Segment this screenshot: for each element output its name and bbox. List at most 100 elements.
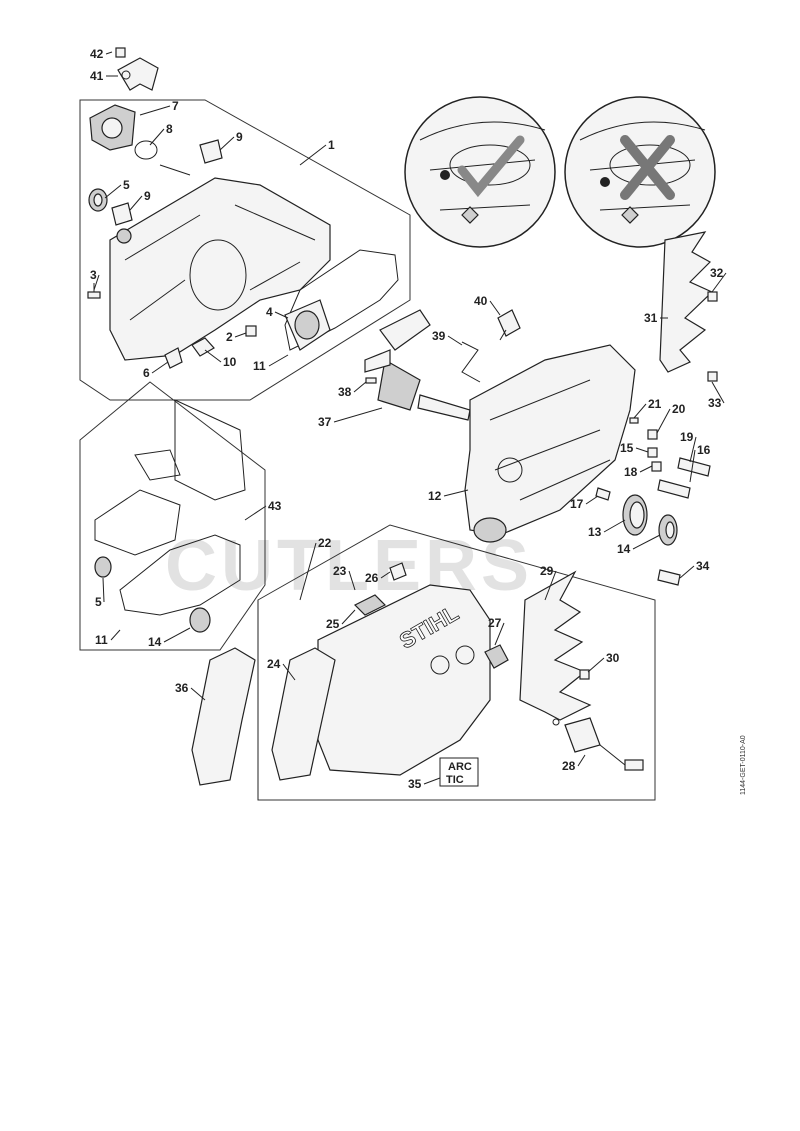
oil-seal-upper-part [88,188,108,212]
callout-number: 30 [606,651,620,665]
callout-number: 20 [672,402,686,416]
callout-leader [380,571,391,579]
callout-leader [423,777,441,785]
callout-number: 13 [588,525,602,539]
bolt-19-part [677,457,711,477]
nut-26-part [389,562,407,581]
callout-leader [333,407,383,423]
gasket-kit-frame [79,381,266,651]
callout-leader [447,335,463,346]
callout-number: 4 [266,305,273,319]
stud-15-part [647,447,658,458]
callout-leader [93,274,100,291]
callout-number: 11 [253,359,266,373]
callout-leader [639,465,653,473]
callout-leader [348,570,356,591]
callout-leader [139,105,171,116]
callout-number: 1 [328,138,335,152]
bumper-spike-lower-part [519,570,592,721]
callout-leader [711,272,727,293]
callout-number: 23 [333,564,347,578]
callout-number: 26 [365,571,379,585]
callout-number: 32 [710,266,724,280]
arctic-label-line2: TIC [446,774,464,786]
callout-leader [689,436,697,463]
callout-number: 2 [226,330,233,344]
callout-leader [632,534,661,550]
callout-leader [494,622,505,646]
callout-number: 29 [540,564,554,578]
ball-bearing-part [622,494,648,536]
callout-leader [489,300,501,316]
callout-leader [282,663,296,681]
callout-number: 25 [326,617,340,631]
washer-28-part [552,718,560,726]
callout-leader [689,449,696,483]
damper-lower-part [111,202,133,226]
bracket-screw-part [115,47,126,58]
key-part [365,377,377,384]
crankcase-right-part [464,344,636,543]
sprocket-cover-part: STIHL [317,584,491,776]
callout-number: 19 [680,430,694,444]
reference-code: 1144-GET-0110-A0 [740,735,747,795]
callout-number: 6 [143,366,150,380]
gasket-edge-part [284,249,399,351]
callout-leader [585,495,599,505]
oil-seal-right-part [658,514,678,546]
correct-installation-inset [404,96,556,248]
callout-number: 12 [428,489,442,503]
stud-part [87,283,101,299]
callout-leader [299,144,327,166]
callout-number: 41 [90,69,104,83]
callout-leader [341,609,356,625]
o-ring-part [134,140,158,160]
slide-25-part [353,594,387,616]
callout-number: 15 [620,441,634,455]
callout-number: 33 [708,396,722,410]
callout-number: 17 [570,497,584,511]
callout-leader [544,570,557,601]
callout-number: 43 [268,499,282,513]
callout-number: 22 [318,536,332,550]
callout-number: 28 [562,759,576,773]
damper-upper-part [199,139,223,164]
callout-leader [102,577,105,603]
callout-number: 42 [90,47,104,61]
callout-leader [353,381,367,393]
seal-right-part [284,299,331,351]
callout-leader [219,136,235,151]
callout-leader [244,505,267,521]
gasket-kit-part [94,399,246,633]
arctic-label: ARC TIC [439,757,479,787]
adjusting-screw-part [497,309,521,341]
stud-21-part [629,417,639,424]
callout-leader [110,629,121,641]
crankcase-group-frame [79,99,411,401]
bent-rod-part [461,341,481,383]
callout-leader [603,519,626,533]
callout-leader [679,565,695,579]
bolt-16-part [657,479,691,499]
crankshaft-part [364,309,471,421]
screw-17-part [595,487,611,501]
bracket-part [117,57,159,91]
screw-32-part [707,291,718,302]
screw-34-part [657,569,681,586]
callout-leader [105,51,113,55]
chain-guide-36-part [191,647,256,786]
callout-number: 11 [95,633,108,647]
callout-number: 24 [267,657,281,671]
callout-number: 5 [123,178,130,192]
screw-30-part [579,669,590,680]
callout-number: 39 [432,329,446,343]
callout-leader [633,403,647,419]
callout-number: 14 [617,542,631,556]
callout-leader [163,627,191,643]
callout-number: 31 [644,311,658,325]
callout-leader [274,311,289,319]
callout-number: 36 [175,681,189,695]
callout-leader [151,361,169,374]
